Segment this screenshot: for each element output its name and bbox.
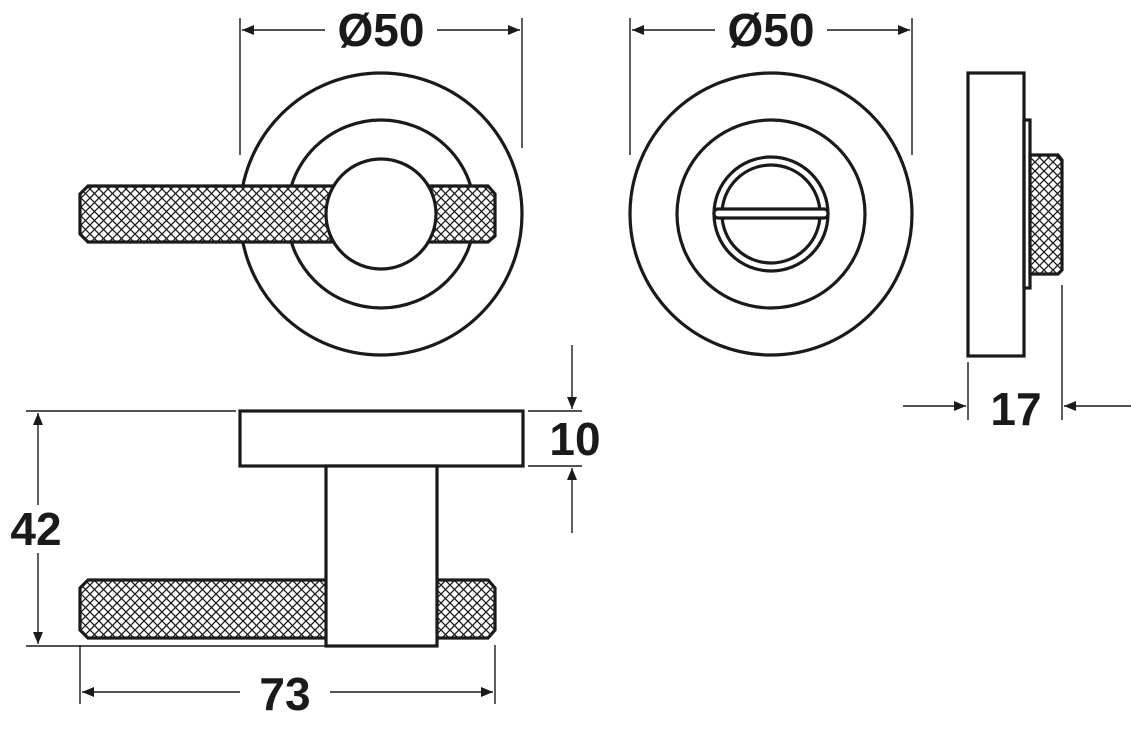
side-view — [966, 71, 1064, 358]
lever-front-view — [78, 71, 524, 357]
lever-length-dimension: 73 — [79, 645, 496, 720]
plan-spindle-neck — [324, 464, 439, 648]
projection-label: 42 — [10, 503, 61, 555]
turn-diameter-dimension: Ø50 — [629, 4, 913, 155]
side-depth-label: 17 — [990, 383, 1041, 435]
turn-diameter-label: Ø50 — [728, 4, 815, 56]
turn-slot — [712, 207, 830, 220]
rose-thickness-label: 10 — [549, 413, 600, 465]
plan-rose-plate — [238, 409, 525, 468]
turn-rose-inner — [675, 118, 867, 310]
turn-rose-outer — [628, 71, 914, 357]
plan-view — [78, 409, 525, 648]
side-depth-dimension: 17 — [903, 285, 1131, 435]
turn-front-view — [628, 71, 914, 357]
lever-boss — [324, 157, 438, 271]
plan-lever-left — [78, 578, 335, 640]
lever-diameter-dimension: Ø50 — [239, 4, 523, 155]
side-knurled-knob — [1028, 153, 1064, 276]
rose-thickness-dimension: 10 — [528, 345, 601, 533]
lever-length-label: 73 — [259, 668, 310, 720]
side-rose — [966, 71, 1026, 358]
lever-diameter-label: Ø50 — [338, 4, 425, 56]
projection-dimension: 42 — [10, 410, 330, 647]
